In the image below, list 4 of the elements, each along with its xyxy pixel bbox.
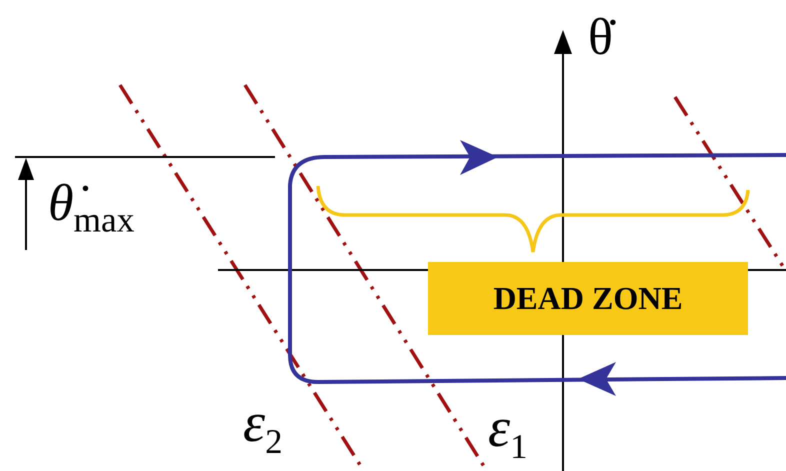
line-label: ε$_{1}$ (488, 400, 528, 465)
line-label: ε$_{2}$ (243, 395, 282, 460)
axis-label: θ̇$_{max}$ (48, 178, 134, 238)
zone-label-box: DEAD ZONE (428, 262, 748, 335)
